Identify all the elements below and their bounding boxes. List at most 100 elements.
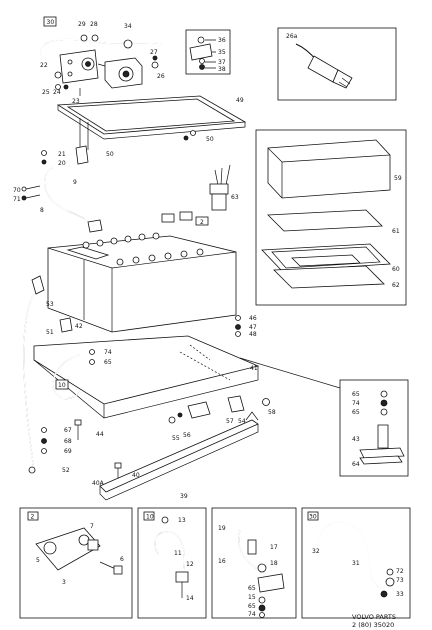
callout-55: 55	[172, 435, 180, 442]
callout-29: 29	[78, 21, 86, 28]
inset-30-box-label: 30	[309, 514, 317, 521]
inset-10-label-14: 14	[186, 595, 194, 602]
inset-10-cable	[137, 507, 207, 619]
callout-48: 48	[249, 331, 257, 338]
inset-strap-label-74: 74	[248, 611, 256, 618]
callout-51: 51	[46, 329, 54, 336]
inset-strap-label-65-top: 65	[248, 585, 256, 592]
footer-brand: VOLVO PARTS	[352, 613, 396, 621]
inset-10-label-12: 12	[186, 561, 194, 568]
callout-10: 10	[58, 382, 66, 389]
callout-24: 24	[53, 89, 61, 96]
hold-down-rod	[23, 275, 73, 474]
callout-54: 54	[238, 418, 246, 425]
bolts-46-48	[235, 315, 241, 337]
small-hardware	[41, 395, 270, 482]
ref-box-30	[43, 16, 57, 27]
mat-62	[273, 265, 385, 289]
inset-2-label-3: 3	[62, 579, 66, 586]
callout-8: 8	[40, 207, 44, 214]
inset-ground-strap	[211, 507, 297, 619]
callout-37: 37	[218, 59, 226, 66]
callout-35: 35	[218, 49, 226, 56]
inset-2-label-5: 5	[36, 557, 40, 564]
callout-74-right: 74	[352, 400, 360, 407]
callout-22: 22	[40, 62, 48, 69]
callout-40A: 40A	[92, 480, 105, 487]
support-rail-39	[99, 411, 259, 501]
footer-code: 2 (80) 35020	[352, 621, 394, 629]
callout-63: 63	[231, 194, 239, 201]
callout-26: 26	[157, 73, 165, 80]
callout-59: 59	[394, 175, 402, 182]
inset-strap-label-18: 18	[270, 560, 278, 567]
insulation-61	[267, 209, 383, 232]
callout-65: 65	[104, 359, 112, 366]
battery-frame-49	[56, 95, 247, 150]
callout-62: 62	[392, 282, 400, 289]
inset-30-cable	[301, 507, 411, 619]
inset-2-label-7: 7	[90, 523, 94, 530]
inset-30-label-32: 32	[312, 548, 320, 555]
callout-61: 61	[392, 228, 400, 235]
callout-2: 2	[200, 219, 204, 226]
battery-block	[47, 211, 237, 333]
cable-34	[39, 38, 163, 56]
inset-2-box-label: 2	[31, 514, 35, 521]
callout-58: 58	[268, 409, 276, 416]
callout-64: 64	[352, 461, 360, 468]
callout-56: 56	[183, 432, 191, 439]
cover-detail-box	[255, 129, 407, 306]
callout-71: 71	[13, 196, 21, 203]
callout-28: 28	[90, 21, 98, 28]
callout-20: 20	[58, 160, 66, 167]
inset-strap-label-15: 15	[248, 594, 256, 601]
fuse-holder-63	[209, 164, 231, 211]
callout-47: 47	[249, 324, 257, 331]
callout-34: 34	[124, 23, 132, 30]
inset-10-label-13: 13	[178, 517, 186, 524]
callout-21: 21	[58, 151, 66, 158]
grommet-34	[123, 39, 133, 49]
inset-10-box-label: 10	[146, 514, 154, 521]
callout-43: 43	[352, 436, 360, 443]
inset-strap-label-17: 17	[270, 544, 278, 551]
callout-25: 25	[42, 89, 50, 96]
callout-36: 36	[218, 37, 226, 44]
callout-23: 23	[72, 98, 80, 105]
callout-70: 70	[13, 187, 21, 194]
cable-10	[52, 349, 95, 400]
callout-labels: 30 29 28 34 36 35 37 38 22 27 26 25 24 2…	[13, 19, 402, 500]
inset-strap-label-16: 16	[218, 558, 226, 565]
callout-50-left: 50	[106, 151, 114, 158]
callout-40: 40	[132, 472, 140, 479]
inset-labels: 2 7 5 6 3 10 13 11 12 14 19 17 16 18 65 …	[31, 514, 404, 619]
callout-26a: 26a	[286, 33, 298, 40]
inset-30-label-72: 72	[396, 568, 404, 575]
callout-69: 69	[64, 448, 72, 455]
callout-38: 38	[218, 66, 226, 73]
inset-10-label-11: 11	[174, 550, 182, 557]
clamp-detail-box	[339, 379, 409, 477]
callout-50-right: 50	[206, 136, 214, 143]
callout-39: 39	[180, 493, 188, 500]
battery-cover-59	[267, 139, 391, 199]
callout-42: 42	[75, 323, 83, 330]
callout-65-right-bottom: 65	[352, 409, 360, 416]
ref-box-2	[195, 216, 209, 226]
plug-26a-detail	[277, 27, 397, 101]
callout-68: 68	[64, 438, 72, 445]
callout-9: 9	[73, 179, 77, 186]
inset-strap-label-65-bottom: 65	[248, 603, 256, 610]
inset-30-label-31: 31	[352, 560, 360, 567]
callout-74: 74	[104, 349, 112, 356]
callout-53: 53	[46, 301, 54, 308]
callout-65-right-top: 65	[352, 391, 360, 398]
callout-52: 52	[62, 467, 70, 474]
callout-49: 49	[236, 97, 244, 104]
callout-67: 67	[64, 427, 72, 434]
callout-57: 57	[226, 418, 234, 425]
callout-60: 60	[392, 266, 400, 273]
inset-strap-label-19: 19	[218, 525, 226, 532]
